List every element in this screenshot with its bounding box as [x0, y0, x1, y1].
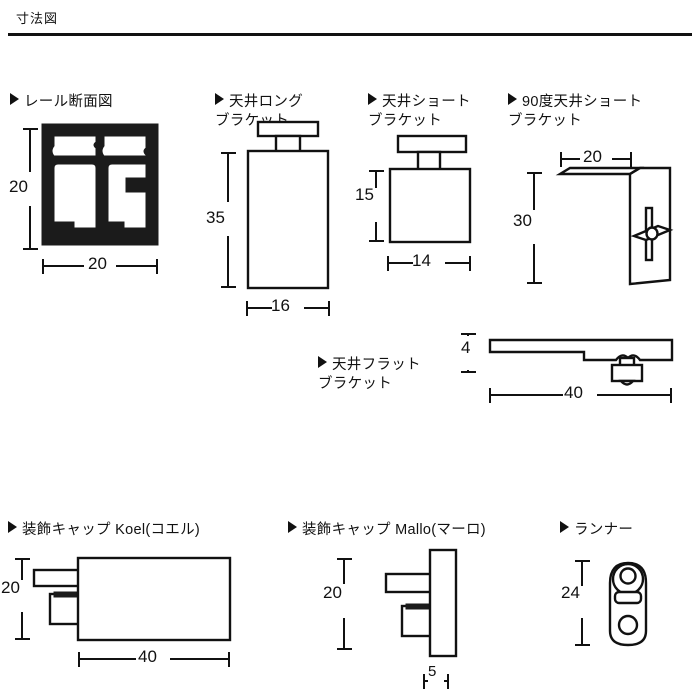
dimension-line-short-bracket-height — [366, 170, 386, 242]
dimension-value-rail-height: 20 — [9, 177, 28, 196]
figure-rail-cross-section — [40, 122, 160, 247]
dimension-value-bracket90-height: 30 — [513, 211, 532, 230]
triangle-bullet-icon — [560, 521, 569, 533]
ceiling-long-bracket-drawing — [246, 120, 330, 290]
flat-bracket-drawing — [488, 338, 674, 386]
ceiling-short-bracket-drawing — [388, 134, 472, 244]
dimension-value-runner-height: 24 — [561, 583, 580, 602]
figure-decorative-cap-mallo — [384, 548, 474, 658]
section-label-rail-cross-section: レール断面図 — [10, 74, 113, 112]
dimension-line-short-bracket-width — [387, 253, 471, 273]
section-label-text: 90度天井ショート ブラケット — [508, 94, 643, 129]
section-label-text: ランナー — [574, 522, 634, 538]
dimension-line-rail-height — [20, 128, 40, 250]
section-label-ceiling-short-bracket-90: 90度天井ショート ブラケット — [508, 74, 642, 131]
section-label-ceiling-short-bracket: 天井ショート ブラケット — [368, 74, 471, 131]
dimension-line-long-bracket-width — [246, 298, 330, 318]
figure-ceiling-short-bracket-90 — [555, 166, 678, 286]
section-label-decorative-cap-mallo: 装飾キャップ Mallo(マーロ) — [288, 502, 486, 540]
figure-ceiling-long-bracket — [240, 120, 336, 290]
triangle-bullet-icon — [318, 356, 327, 368]
section-label-text: 天井フラット ブラケット — [318, 357, 421, 392]
dimension-line-flat-bracket-thickness — [459, 333, 477, 373]
header-divider — [8, 33, 692, 36]
mallo-cap-drawing — [384, 548, 458, 658]
page-title: 寸法図 — [16, 11, 59, 26]
dimension-value-flat-bracket-length: 40 — [564, 383, 583, 402]
triangle-bullet-icon — [508, 93, 517, 105]
dimension-line-rail-width — [42, 256, 158, 276]
dimension-line-koel-length — [78, 649, 230, 669]
section-label-text: 装飾キャップ Mallo(マーロ) — [302, 522, 486, 538]
triangle-bullet-icon — [8, 521, 17, 533]
dimension-value-koel-length: 40 — [138, 647, 157, 666]
rail-profile-drawing — [41, 123, 159, 246]
dimension-line-long-bracket-height — [218, 152, 238, 288]
bracket90-drawing — [555, 166, 674, 286]
dimension-line-runner-height — [572, 560, 592, 646]
triangle-bullet-icon — [215, 93, 224, 105]
dimension-line-bracket90-width — [560, 149, 632, 169]
runner-drawing — [608, 561, 648, 647]
section-label-text: レール断面図 — [24, 94, 113, 110]
dimension-line-mallo-thickness — [423, 672, 449, 690]
triangle-bullet-icon — [368, 93, 377, 105]
triangle-bullet-icon — [288, 521, 297, 533]
section-label-ceiling-flat-bracket: 天井フラット ブラケット — [318, 337, 421, 394]
koel-cap-drawing — [32, 556, 232, 642]
dimension-value-flat-bracket-thickness: 4 — [461, 338, 471, 357]
section-label-text: 装飾キャップ Koel(コエル) — [22, 522, 201, 538]
dimension-line-bracket90-height — [524, 172, 544, 284]
section-label-runner: ランナー — [560, 502, 633, 540]
section-label-text: 天井ショート ブラケット — [368, 94, 471, 129]
figure-ceiling-flat-bracket — [488, 338, 674, 386]
dimension-value-koel-height: 20 — [1, 578, 20, 597]
dimension-value-long-bracket-width: 16 — [271, 296, 290, 315]
dimension-value-bracket90-width: 20 — [583, 147, 602, 166]
dimension-value-rail-width: 20 — [88, 254, 107, 273]
figure-runner — [598, 553, 660, 649]
dimension-value-mallo-thickness: 5 — [428, 663, 437, 680]
dimension-line-mallo-height — [334, 558, 354, 650]
dimension-value-long-bracket-height: 35 — [206, 208, 225, 227]
dimension-value-mallo-height: 20 — [323, 583, 342, 602]
triangle-bullet-icon — [10, 93, 19, 105]
dimension-line-flat-bracket-length — [489, 385, 672, 405]
section-label-decorative-cap-koel: 装飾キャップ Koel(コエル) — [8, 502, 200, 540]
dimension-value-short-bracket-height: 15 — [355, 185, 374, 204]
dimension-line-koel-height — [12, 558, 32, 640]
figure-decorative-cap-koel — [32, 556, 232, 642]
dimension-value-short-bracket-width: 14 — [412, 251, 431, 270]
figure-ceiling-short-bracket — [386, 134, 482, 244]
